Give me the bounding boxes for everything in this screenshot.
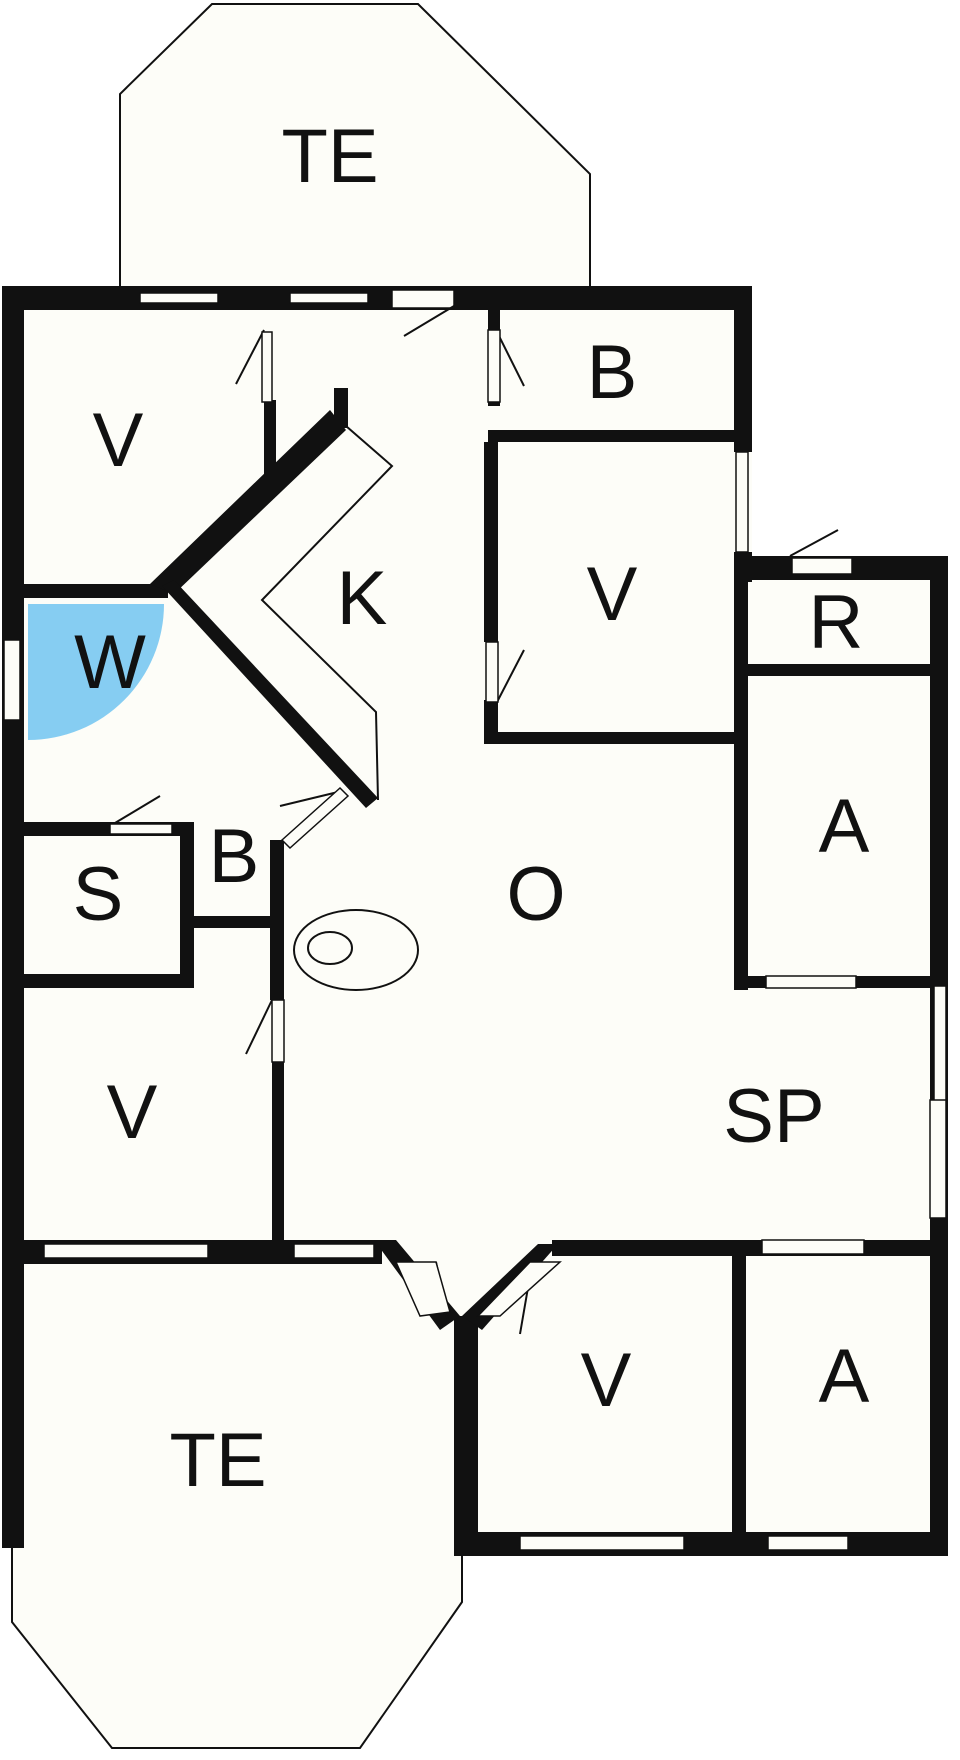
label-utility-w: W xyxy=(74,620,146,705)
terrace-bottom-outline xyxy=(11,1540,463,1749)
table-outer xyxy=(293,909,419,991)
label-dining: SP xyxy=(723,1074,824,1159)
doors xyxy=(109,305,839,1335)
table-inner xyxy=(307,931,353,965)
windows xyxy=(3,289,947,1551)
label-sauna: S xyxy=(73,852,124,937)
label-bedroom-mid-right: V xyxy=(587,552,638,637)
interior-floor-right xyxy=(740,570,948,1550)
terrace-top-outline xyxy=(119,3,591,288)
label-kitchen: K xyxy=(337,556,388,641)
label-storage-r: R xyxy=(809,580,864,665)
terrace-bottom-area xyxy=(12,1262,462,1748)
utility-area-highlight xyxy=(28,604,164,740)
label-closet-a-right: A xyxy=(819,784,870,869)
label-closet-a-bottom: A xyxy=(819,1334,870,1419)
label-terrace-bottom: TE xyxy=(169,1418,266,1503)
label-bedroom-top-left: V xyxy=(93,398,144,483)
kitchen-counter xyxy=(260,425,394,801)
interior-walls xyxy=(12,310,938,1550)
label-bedroom-bottom: V xyxy=(581,1338,632,1423)
label-bath-top: B xyxy=(587,330,638,415)
label-bedroom-lower-left: V xyxy=(107,1070,158,1155)
label-living: O xyxy=(506,852,565,937)
label-bath-small: B xyxy=(209,814,260,899)
terrace-top-area xyxy=(120,4,590,288)
label-terrace-top: TE xyxy=(281,114,378,199)
